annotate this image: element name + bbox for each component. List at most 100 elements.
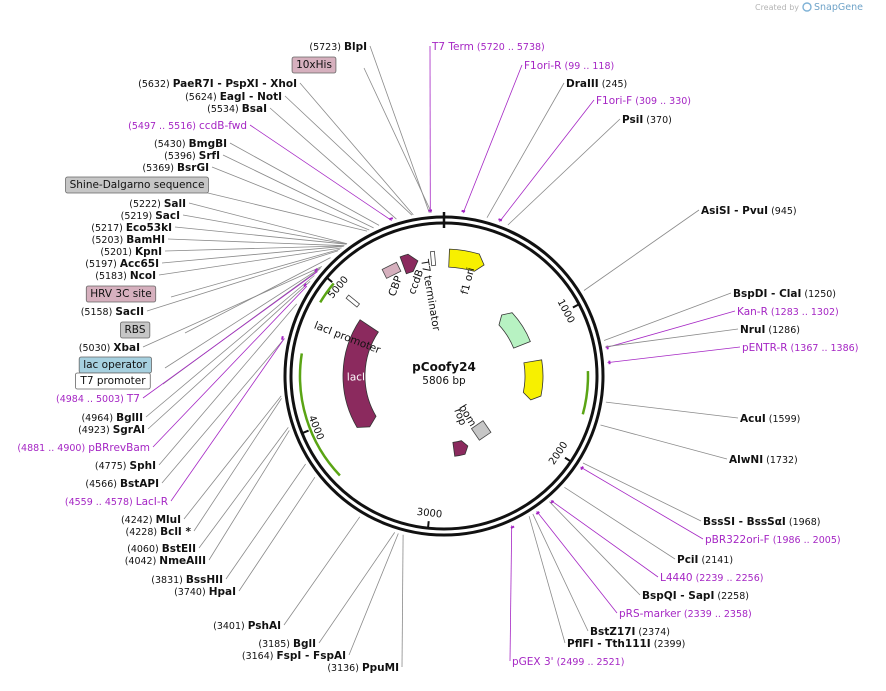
site-label-text: (3185) BglI [258, 638, 316, 650]
label-part: (4228) [126, 527, 161, 538]
site-label-bstapi[interactable]: (4566) BstAPI [85, 478, 159, 490]
site-label-pcii[interactable]: PciI (2141) [677, 554, 733, 566]
site-label-acui[interactable]: AcuI (1599) [740, 413, 800, 425]
site-label-10xhis[interactable]: 10xHis [292, 57, 336, 73]
site-label-bstz17i[interactable]: BstZ17I (2374) [590, 626, 670, 638]
site-label-ccdbfwd[interactable]: (5497 .. 5516) ccdB-fwd [128, 120, 247, 132]
site-label-draiii[interactable]: DraIII (245) [566, 78, 627, 90]
label-part: (4060) [127, 544, 162, 555]
site-label-text: pRS-marker (2339 .. 2358) [619, 608, 752, 620]
feature-label-kanr: KanR [479, 330, 508, 355]
leader-hpai [239, 477, 315, 591]
leader-saci [183, 215, 347, 244]
site-label-laciR[interactable]: (4559 .. 4578) LacI-R [65, 496, 168, 508]
site-label-t7prom[interactable]: T7 promoter [75, 373, 150, 389]
site-label-kpni[interactable]: (5201) KpnI [100, 246, 162, 258]
site-label-nmeaiii[interactable]: (4042) NmeAIII [125, 555, 206, 567]
leader-bsshii [226, 464, 306, 579]
site-label-hpai[interactable]: (3740) HpaI [174, 586, 236, 598]
site-label-ncoi[interactable]: (5183) NcoI [95, 270, 156, 282]
site-label-text: AcuI (1599) [740, 413, 800, 425]
site-label-fspi[interactable]: (3164) FspI - FspAI [242, 650, 346, 662]
site-label-srfi[interactable]: (5396) SrfI [164, 150, 220, 162]
site-label-text: RBS [125, 324, 146, 336]
site-label-bglii[interactable]: (4964) BglII [81, 412, 143, 424]
site-label-bsai[interactable]: (5534) BsaI [207, 103, 267, 115]
site-label-psii[interactable]: PsiI (370) [622, 114, 672, 126]
site-label-pshai[interactable]: (3401) PshAI [213, 620, 281, 632]
site-label-rbs[interactable]: RBS [121, 322, 150, 338]
site-label-pbr322[interactable]: pBR322ori-F (1986 .. 2005) [705, 534, 841, 546]
label-part: BsaI [242, 103, 267, 115]
site-label-sali[interactable]: (5222) SalI [129, 198, 186, 210]
site-label-l4440[interactable]: L4440 (2239 .. 2256) [660, 572, 763, 584]
site-label-bamhi[interactable]: (5203) BamHI [92, 234, 165, 246]
label-part: NmeAIII [159, 555, 206, 567]
site-label-pentr[interactable]: pENTR-R (1367 .. 1386) [742, 342, 858, 354]
site-label-sphi[interactable]: (4775) SphI [95, 460, 156, 472]
site-label-bsshii[interactable]: (3831) BssHII [151, 574, 223, 586]
label-part: Acc65I [120, 258, 159, 270]
site-label-paer7i[interactable]: (5632) PaeR7I - PspXI - XhoI [138, 78, 297, 90]
site-label-bcli[interactable]: (4228) BclI * [126, 526, 192, 538]
site-label-bsssi[interactable]: BssSI - BssSαI (1968) [703, 516, 820, 528]
leader-f1orir [463, 65, 522, 213]
site-label-xbai[interactable]: (5030) XbaI [79, 342, 140, 354]
leader-bspdi [604, 293, 731, 341]
site-label-text: DraIII (245) [566, 78, 627, 90]
site-label-nrui[interactable]: NruI (1286) [740, 324, 800, 336]
site-label-eco53ki[interactable]: (5217) Eco53kI [91, 222, 172, 234]
site-label-f1orir[interactable]: F1ori-R (99 .. 118) [524, 60, 614, 72]
site-label-pgex[interactable]: pGEX 3' (2499 .. 2521) [512, 656, 624, 668]
site-label-rsmarker[interactable]: pRS-marker (2339 .. 2358) [619, 608, 752, 620]
site-label-ppumi[interactable]: (3136) PpuMI [327, 662, 399, 674]
site-label-f1orif[interactable]: F1ori-F (309 .. 330) [596, 95, 691, 107]
site-label-eagi[interactable]: (5624) EagI - NotI [185, 91, 282, 103]
site-label-bspqi[interactable]: BspQI - SapI (2258) [642, 590, 749, 602]
leader-pshai [284, 517, 360, 625]
site-label-pflfi[interactable]: PflFI - Tth111I (2399) [567, 638, 685, 650]
label-part: (4042) [125, 556, 160, 567]
site-label-text: (3401) PshAI [213, 620, 281, 632]
site-label-alwni[interactable]: AlwNI (1732) [729, 454, 798, 466]
site-label-lacop[interactable]: lac operator [79, 357, 151, 373]
feature-label-laci: lacI [347, 371, 365, 383]
site-label-bgli[interactable]: (3185) BglI [258, 638, 316, 650]
site-label-text: F1ori-F (309 .. 330) [596, 95, 691, 107]
site-label-t7[interactable]: (4984 .. 5003) T7 [56, 393, 140, 405]
label-part: XhoI [270, 78, 297, 90]
site-label-bspdi[interactable]: BspDI - ClaI (1250) [733, 288, 836, 300]
leader-sali [189, 203, 347, 244]
site-label-bsrgi[interactable]: (5369) BsrGI [142, 162, 209, 174]
site-label-blpi[interactable]: (5723) BlpI [309, 41, 367, 53]
site-label-sgrai[interactable]: (4923) SgrAI [78, 424, 145, 436]
label-part: ccdB-fwd [199, 120, 247, 132]
label-part: (5430) [154, 139, 189, 150]
label-part: BamHI [126, 234, 165, 246]
site-label-text: L4440 (2239 .. 2256) [660, 572, 763, 584]
site-label-kanr[interactable]: Kan-R (1283 .. 1302) [737, 306, 839, 318]
site-label-mlui[interactable]: (4242) MluI [121, 514, 181, 526]
site-label-sdseq[interactable]: Shine-Dalgarno sequence [66, 177, 209, 193]
site-label-bsteii[interactable]: (4060) BstEII [127, 543, 196, 555]
site-label-text: (5219) SacI [121, 210, 180, 222]
leader-bgli [319, 532, 395, 643]
site-label-bmgbi[interactable]: (5430) BmgBI [154, 138, 227, 150]
label-part: PspXI [225, 78, 258, 90]
tick-label: 1000 [555, 298, 577, 326]
site-label-text: (3136) PpuMI [327, 662, 399, 674]
label-part: NotI [257, 91, 282, 103]
label-part: BssSαI [747, 516, 786, 528]
site-label-hrv3c[interactable]: HRV 3C site [86, 286, 155, 302]
site-label-text: (5723) BlpI [309, 41, 367, 53]
label-part: T7 promoter [79, 375, 146, 387]
label-part: (2141) [698, 555, 733, 566]
site-label-text: (5632) PaeR7I - PspXI - XhoI [138, 78, 297, 90]
site-label-t7term[interactable]: T7 Term (5720 .. 5738) [431, 41, 545, 53]
site-label-saci[interactable]: (5219) SacI [121, 210, 180, 222]
site-label-pbrrevbam[interactable]: (4881 .. 4900) pBRrevBam [17, 442, 150, 454]
site-label-acc65i[interactable]: (5197) Acc65I [85, 258, 159, 270]
site-label-sacii[interactable]: (5158) SacII [81, 306, 144, 318]
site-label-text: (3831) BssHII [151, 574, 223, 586]
site-label-asisi[interactable]: AsiSI - PvuI (945) [701, 205, 797, 217]
